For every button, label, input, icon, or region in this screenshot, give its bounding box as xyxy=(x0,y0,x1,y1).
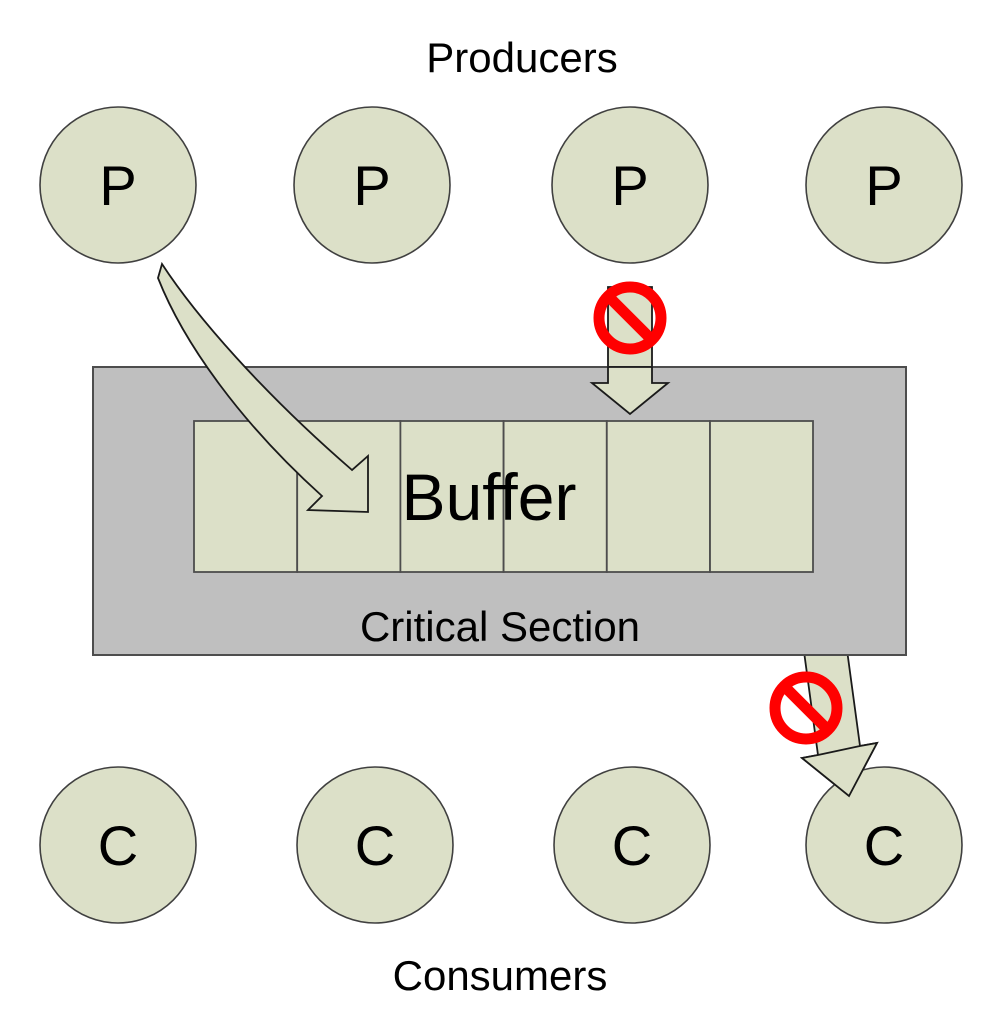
buffer-cell-3[interactable] xyxy=(399,420,505,573)
producers-title: Producers xyxy=(426,34,617,81)
producer-label-3: P xyxy=(611,154,648,217)
buffer-cell-6[interactable] xyxy=(709,420,814,573)
consumer-label-4: C xyxy=(864,814,904,877)
buffer-label: Buffer xyxy=(402,460,577,534)
producer-1-enqueue-arrow xyxy=(157,261,369,513)
consumer-circle-3[interactable] xyxy=(553,766,711,924)
no-entry-bar-producer xyxy=(605,293,655,343)
consumer-circle-2[interactable] xyxy=(296,766,454,924)
producer-node-1[interactable]: P xyxy=(39,106,197,264)
no-entry-bar-consumer xyxy=(781,683,831,733)
producer-circle-2[interactable] xyxy=(293,106,451,264)
consumer-label-1: C xyxy=(98,814,138,877)
producer-node-3[interactable]: P xyxy=(551,106,709,264)
consumer-4-dequeue-arrow-head xyxy=(799,741,879,798)
consumer-label-3: C xyxy=(612,814,652,877)
consumer-node-3[interactable]: C xyxy=(553,766,711,924)
producer-label-2: P xyxy=(353,154,390,217)
no-entry-icon-consumer xyxy=(769,671,843,745)
consumer-label-2: C xyxy=(355,814,395,877)
consumer-circle-4[interactable] xyxy=(805,766,963,924)
producer-3-enqueue-arrow-head xyxy=(589,366,671,416)
consumer-node-1[interactable]: C xyxy=(39,766,197,924)
producer-circle-4[interactable] xyxy=(805,106,963,264)
consumer-circle-1[interactable] xyxy=(39,766,197,924)
consumer-node-2[interactable]: C xyxy=(296,766,454,924)
buffer-cell-4[interactable] xyxy=(502,420,608,573)
producers-row: P P P P xyxy=(39,106,963,264)
producer-label-1: P xyxy=(99,154,136,217)
producer-node-4[interactable]: P xyxy=(805,106,963,264)
no-entry-ring-consumer xyxy=(769,671,843,745)
consumer-node-4[interactable]: C xyxy=(805,766,963,924)
producer-label-4: P xyxy=(865,154,902,217)
no-entry-icon-producer xyxy=(593,281,667,355)
consumers-title: Consumers xyxy=(393,952,608,999)
no-entry-ring-producer xyxy=(593,281,667,355)
buffer-cell-5[interactable] xyxy=(605,420,711,573)
producer-circle-3[interactable] xyxy=(551,106,709,264)
buffer: Buffer xyxy=(193,420,814,573)
producer-circle-1[interactable] xyxy=(39,106,197,264)
consumers-row: C C C C xyxy=(39,766,963,924)
critical-section-label: Critical Section xyxy=(360,603,640,650)
producer-node-2[interactable]: P xyxy=(293,106,451,264)
